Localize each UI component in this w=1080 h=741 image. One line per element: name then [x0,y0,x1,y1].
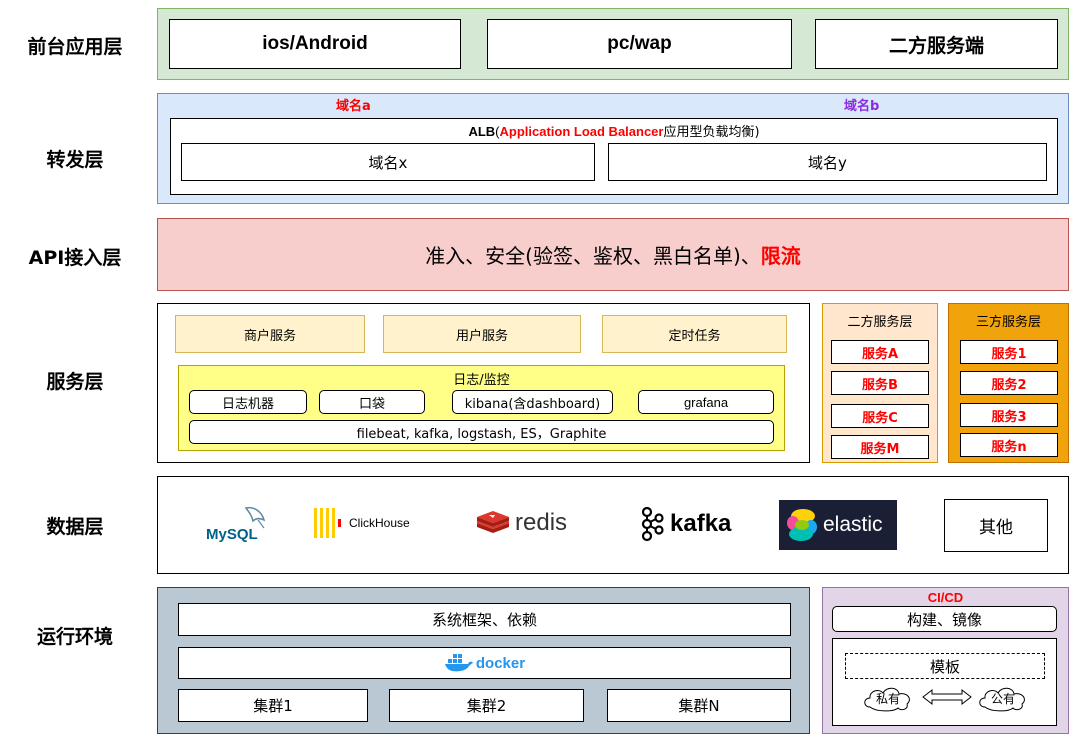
cicd-template-box: 模板 [845,653,1045,679]
layer-label-frontend: 前台应用层 [27,35,123,58]
layer-label-runtime: 运行环境 [36,625,113,648]
mysql-text: MySQL [206,526,258,543]
cicd-title: CI/CD [927,590,964,605]
elastic-cluster-icon [787,509,817,541]
second-party-title: 二方服务层 [847,315,913,330]
kafka-nodes-icon [641,506,664,542]
third-party-service-2: 服务2 [960,371,1058,395]
public-cloud-icon [979,687,1025,712]
redis-text: redis [515,509,568,536]
second-party-service-b: 服务B [831,371,929,395]
docker-text: docker [475,654,526,672]
service-item-merchant: 商户服务 [175,315,365,353]
domain-a-label: 域名a [336,99,371,114]
double-arrow-icon [922,688,972,706]
log-item-log-machine: 日志机器 [189,390,307,414]
clickhouse-logo: ClickHouse [314,506,410,540]
private-cloud-label: 私有 [875,692,900,706]
clickhouse-bars-icon [314,508,341,538]
domain-y-box: 域名y [608,143,1047,181]
alb-highlight: Application Load Balancer [499,124,664,139]
frontend-item-pc-wap: pc/wap [487,19,792,69]
kafka-logo: kafka [640,506,731,542]
runtime-cluster-2: 集群2 [389,689,584,722]
third-party-title: 三方服务层 [975,315,1041,330]
public-cloud-label: 公有 [990,692,1015,706]
second-party-service-a: 服务A [831,340,929,364]
data-layer [157,476,1069,574]
layer-label-api: API接入层 [28,246,122,269]
data-other-box: 其他 [944,499,1048,552]
public-cloud: 公有 [975,683,1031,713]
dolphin-icon [244,506,266,529]
api-highlight-rate-limit: 限流 [760,244,801,268]
layer-label-data: 数据层 [46,515,104,538]
cicd-template-panel [832,638,1057,726]
redis-cube-icon [477,511,509,533]
frontend-item-ios-android: ios/Android [169,19,461,69]
log-pipeline: filebeat, kafka, logstash, ES，Graphite [189,420,774,444]
kafka-text: kafka [670,510,732,537]
log-item-pocket: 口袋 [319,390,425,414]
cicd-template-label: 模板 [929,657,960,676]
alb-title: ALB(Application Load Balancer应用型负载均衡) [170,121,1058,140]
runtime-docker-box: docker [178,647,791,679]
clickhouse-text: ClickHouse [349,516,410,530]
api-text: 准入、安全(验签、鉴权、黑白名单)、 [425,244,761,268]
elastic-text: elastic [823,513,883,536]
domain-x-box: 域名x [181,143,595,181]
log-monitor-title: 日志/监控 [453,373,510,388]
private-cloud-icon [864,687,910,712]
runtime-framework: 系统框架、依赖 [178,603,791,636]
runtime-cluster-n: 集群N [607,689,791,722]
log-item-kibana: kibana(含dashboard) [452,390,613,414]
layer-label-service: 服务层 [46,370,104,393]
frontend-item-second-party-server: 二方服务端 [815,19,1058,69]
second-party-service-c: 服务C [831,404,929,428]
api-layer: 准入、安全(验签、鉴权、黑白名单)、限流 [157,218,1069,291]
runtime-cluster-1: 集群1 [178,689,368,722]
service-item-scheduled-task: 定时任务 [602,315,787,353]
elastic-logo: elastic [779,500,897,550]
alb-paren: ( [495,124,500,139]
docker-whale-icon [444,654,473,672]
alb-suffix: 应用型负载均衡) [663,125,760,140]
private-cloud: 私有 [860,683,916,713]
mysql-logo: MySQL [206,502,276,548]
service-item-user: 用户服务 [383,315,581,353]
cicd-build-image: 构建、镜像 [832,606,1057,632]
redis-logo: redis [475,508,567,538]
log-item-grafana: grafana [638,390,774,414]
third-party-service-n: 服务n [960,433,1058,457]
alb-prefix: ALB [468,124,496,139]
third-party-service-3: 服务3 [960,403,1058,427]
third-party-service-1: 服务1 [960,340,1058,364]
second-party-service-m: 服务M [831,435,929,459]
domain-b-label: 域名b [844,99,880,114]
layer-label-forward: 转发层 [46,148,104,171]
